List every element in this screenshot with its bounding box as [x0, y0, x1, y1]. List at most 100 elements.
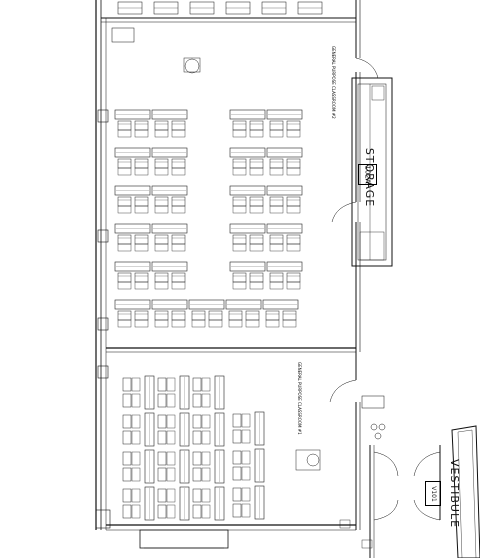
chair: [134, 234, 149, 245]
desk: [266, 147, 303, 158]
chair-seat: [134, 205, 149, 214]
chair-seat: [249, 167, 264, 176]
chair: [269, 272, 284, 283]
chair: [134, 158, 149, 169]
chair-back: [241, 429, 251, 444]
door-swing-vest-4: [413, 499, 441, 521]
chair-seat: [154, 319, 169, 328]
desk-vertical: [144, 412, 155, 447]
desk-vertical: [179, 486, 190, 521]
chair-seat: [232, 281, 247, 290]
desk: [266, 185, 303, 196]
desk-vertical: [214, 486, 225, 521]
chair: [154, 234, 169, 245]
chair: [154, 120, 169, 131]
chair: [157, 377, 167, 392]
desk: [229, 147, 266, 158]
chair-back: [241, 466, 251, 481]
chair-seat: [232, 205, 247, 214]
desk: [151, 185, 188, 196]
chair: [117, 272, 132, 283]
chair-back: [166, 377, 176, 392]
north-cabinet: [111, 27, 135, 43]
desk-vertical: [214, 449, 225, 484]
column-marker: [97, 365, 109, 379]
chair-back: [201, 430, 211, 445]
desk-vertical: [254, 411, 265, 446]
chair: [117, 196, 132, 207]
chair-seat: [286, 281, 301, 290]
chair: [192, 377, 202, 392]
storage-room-number: 102A: [358, 164, 377, 185]
chair: [122, 451, 132, 466]
chair: [122, 488, 132, 503]
chair: [117, 120, 132, 131]
chair: [191, 310, 206, 321]
chair: [171, 272, 186, 283]
chair: [117, 158, 132, 169]
chair: [157, 451, 167, 466]
instructor-chair-c1: [306, 453, 320, 467]
chair: [117, 310, 132, 321]
door-marker: [361, 539, 373, 549]
chair: [228, 310, 243, 321]
chair-back: [201, 504, 211, 519]
chair-seat: [117, 167, 132, 176]
chair: [157, 467, 167, 482]
desk-vertical: [179, 375, 190, 410]
chair: [134, 272, 149, 283]
chair-seat: [232, 167, 247, 176]
chair-back: [241, 487, 251, 502]
chair-back: [131, 504, 141, 519]
chair: [232, 158, 247, 169]
chair-seat: [269, 205, 284, 214]
door-swing-storage: [331, 201, 357, 223]
chair: [286, 234, 301, 245]
chair-back: [201, 451, 211, 466]
desk: [151, 299, 188, 310]
chair: [249, 120, 264, 131]
desk-vertical: [144, 375, 155, 410]
desk: [229, 223, 266, 234]
chair-back: [201, 377, 211, 392]
chair: [192, 467, 202, 482]
chair-seat: [228, 319, 243, 328]
chair: [249, 234, 264, 245]
chair-seat: [245, 319, 260, 328]
desk-vertical: [179, 449, 190, 484]
chair-seat: [286, 243, 301, 252]
desk: [114, 109, 151, 120]
desk: [262, 299, 299, 310]
chair: [134, 196, 149, 207]
desk: [151, 147, 188, 158]
storage-cabinet: [371, 85, 385, 101]
vestibule-label: VESTIBULE: [448, 458, 462, 529]
chair: [232, 487, 242, 502]
chair-seat: [232, 243, 247, 252]
chair-seat: [154, 281, 169, 290]
chair: [286, 272, 301, 283]
chair-back: [201, 414, 211, 429]
chair-back: [166, 467, 176, 482]
chair-seat: [171, 129, 186, 138]
desk: [114, 185, 151, 196]
chair-seat: [269, 243, 284, 252]
chair-seat: [249, 129, 264, 138]
desk-vertical: [144, 486, 155, 521]
chair: [157, 393, 167, 408]
chair-back: [131, 467, 141, 482]
chair-seat: [249, 205, 264, 214]
south-entry: [139, 529, 229, 549]
chair-seat: [269, 281, 284, 290]
chair: [286, 196, 301, 207]
classroom-1-label: GENERAL PURPOSE CLASSROOM #1: [297, 362, 302, 435]
vestibule-room-number-text: V101: [430, 485, 437, 502]
chair-back: [166, 504, 176, 519]
chair: [269, 158, 284, 169]
chair: [134, 310, 149, 321]
chair: [249, 196, 264, 207]
chair: [157, 414, 167, 429]
chair-seat: [286, 129, 301, 138]
chair: [122, 467, 132, 482]
door-swing-vest-3: [413, 451, 441, 477]
